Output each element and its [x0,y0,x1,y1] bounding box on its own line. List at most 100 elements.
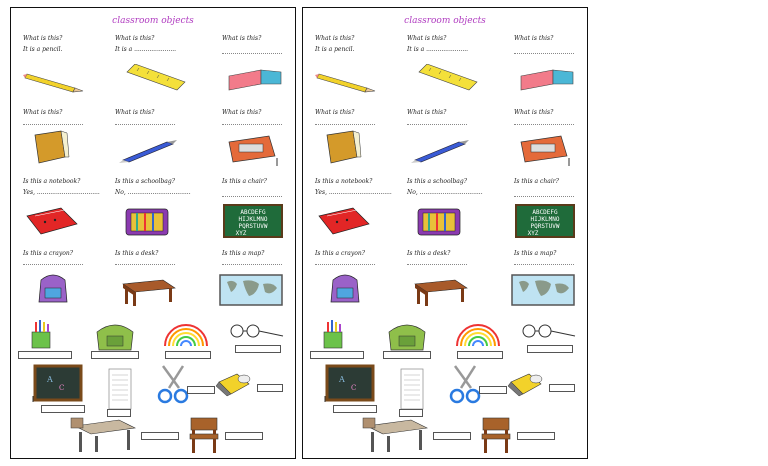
label-box[interactable] [433,432,471,440]
answer-line[interactable] [315,264,375,265]
label-box[interactable] [225,432,263,440]
svg-text:HIJKLMNO: HIJKLMNO [531,216,560,223]
question-text: What is this? [23,35,63,42]
question-text: What is this? [407,109,447,116]
answer-line[interactable] [514,196,574,197]
question-text: Is this a map? [514,250,557,257]
scissors-icon [157,365,189,404]
answer-text: It is a pencil. [315,46,355,53]
notebook-icon [26,207,78,235]
label-box[interactable] [235,345,281,353]
label-box[interactable] [18,351,72,359]
svg-text:A: A [338,375,345,384]
svg-text:XYZ: XYZ [236,230,247,237]
label-box[interactable] [91,351,139,359]
svg-text:C: C [59,384,64,392]
label-box[interactable] [165,351,211,359]
backpack-icon [388,324,426,351]
paper-icon [108,368,132,410]
school-desk-icon [70,417,137,452]
world-map-icon [219,274,283,306]
crayons-icon [31,320,51,349]
pen-icon [411,140,469,163]
label-box[interactable] [41,405,85,413]
rainbow-icon [164,324,208,347]
worksheet: classroom objects What is this? What is … [302,7,588,459]
blackboard-icon: A C [32,364,83,402]
paper-icon [400,368,424,410]
answer-line[interactable] [23,124,83,125]
worksheet-title: classroom objects [112,16,194,26]
backpack-icon [96,324,134,351]
crayons-icon [323,320,343,349]
answer-line[interactable] [23,264,83,265]
chair-icon [189,417,219,453]
answer-line[interactable] [514,264,574,265]
label-box[interactable] [399,409,423,417]
label-box[interactable] [527,345,573,353]
glasses-icon [230,324,284,338]
schoolbag-icon [330,274,360,303]
svg-text:A: A [46,375,53,384]
answer-line[interactable] [222,124,282,125]
question-text: What is this? [115,109,155,116]
question-text: What is this? [315,109,355,116]
question-text: Is this a notebook? [315,178,373,185]
glue-stick-icon [507,373,543,397]
question-text: Is this a crayon? [315,250,365,257]
question-text: What is this? [222,35,262,42]
answer-text: It is a pencil. [23,46,63,53]
answer-line[interactable] [407,264,467,265]
label-box[interactable] [333,405,377,413]
scissors-icon [449,365,481,404]
question-text: What is this? [115,35,155,42]
answer-line[interactable] [115,124,175,125]
glue-stick-icon [215,373,251,397]
label-box[interactable] [187,386,215,394]
rainbow-icon [456,324,500,347]
desk-icon [122,279,176,306]
pencil-case-icon [125,208,169,236]
chalkboard-icon: ABCDEFG HIJKLMNO PQRSTUVW XYZ [223,204,283,238]
answer-text: No, ................................. [407,189,483,196]
pen-icon [119,140,177,163]
school-desk-icon [362,417,429,452]
label-box[interactable] [107,409,131,417]
answer-line[interactable] [115,264,175,265]
answer-line[interactable] [315,124,375,125]
answer-line[interactable] [514,53,574,54]
label-box[interactable] [383,351,431,359]
question-text: What is this? [23,109,63,116]
blackboard-icon: A C [324,364,375,402]
pencil-icon [23,73,84,93]
label-box[interactable] [517,432,555,440]
question-text: Is this a desk? [115,250,159,257]
label-box[interactable] [549,384,575,392]
question-text: Is this a chair? [514,178,559,185]
answer-text: Yes, ................................. [315,189,392,196]
label-box[interactable] [479,386,507,394]
eraser-icon [228,69,282,91]
schoolbag-icon [38,274,68,303]
question-text: Is this a schoolbag? [407,178,467,185]
pencil-icon [315,73,376,93]
answer-text: It is a ...................... [407,46,469,53]
label-box[interactable] [257,384,283,392]
label-box[interactable] [310,351,364,359]
pencil-case-icon [417,208,461,236]
question-text: What is this? [407,35,447,42]
sharpener-icon [520,135,570,166]
label-box[interactable] [457,351,503,359]
answer-line[interactable] [514,124,574,125]
answer-line[interactable] [222,53,282,54]
question-text: Is this a schoolbag? [115,178,175,185]
answer-text: No, ................................. [115,189,191,196]
question-text: Is this a notebook? [23,178,81,185]
label-box[interactable] [141,432,179,440]
answer-line[interactable] [222,196,282,197]
answer-line[interactable] [407,124,467,125]
question-text: Is this a map? [222,250,265,257]
answer-line[interactable] [222,264,282,265]
ruler-icon [126,64,186,91]
worksheet: classroom objects What is this? What is … [10,7,296,459]
